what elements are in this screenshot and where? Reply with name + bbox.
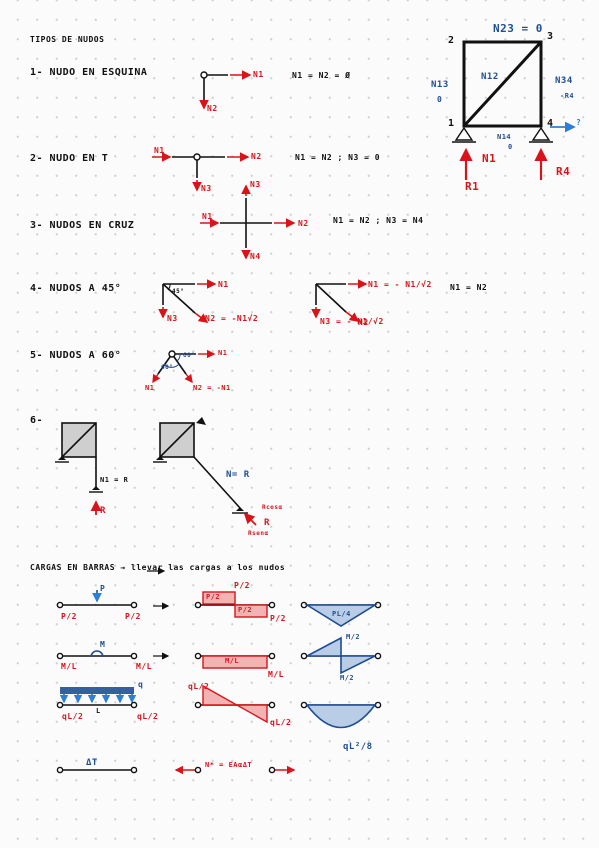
- item6-n1: N1 = R: [100, 476, 129, 484]
- item1-n2: N2: [207, 104, 218, 113]
- item2-n2: N2: [251, 152, 262, 161]
- case2-m: M: [100, 640, 106, 649]
- truss-node-2: 2: [448, 35, 455, 46]
- item5-label: 5- NUDOS A 60°: [30, 350, 122, 361]
- item2-eq: N1 = N2 ; N3 = 0: [295, 153, 381, 162]
- case4-n: N* = EAαΔT: [205, 761, 253, 769]
- item4-n1: N1: [218, 280, 229, 289]
- truss-n14-value: 0: [508, 143, 513, 151]
- item4-n2a: N2 = -N1√2: [205, 314, 259, 323]
- truss-n13: N13: [431, 80, 449, 90]
- item4-n3: N3: [167, 314, 178, 323]
- case1-shear-left: P/2: [234, 581, 250, 590]
- truss-r1: R1: [465, 180, 480, 193]
- truss-n34-value: -R4: [560, 92, 575, 100]
- item4-n3b: N3 = - N1/√2: [320, 317, 384, 326]
- item3-n4: N4: [250, 252, 261, 261]
- case1-shear-right: P/2: [270, 614, 286, 623]
- point-load-case: [56, 590, 382, 627]
- truss-sketch: [452, 40, 576, 180]
- truss-n1: N1: [482, 152, 497, 165]
- item6-rs: Rsenα: [248, 530, 269, 537]
- truss-node-4: 4: [547, 118, 554, 129]
- case2-shear: M/L: [225, 657, 240, 665]
- item5-n1: N1: [145, 384, 155, 392]
- truss-question: ?: [576, 118, 582, 127]
- item5-angle-a: 60°: [161, 364, 174, 371]
- item4-n2b: N2: [358, 318, 369, 327]
- truss-node-3: 3: [547, 31, 554, 42]
- truss-n14: N14: [497, 133, 512, 141]
- item6-rc: Rcosα: [262, 504, 283, 511]
- item3-n1: N1: [202, 212, 213, 221]
- item6-r1: R: [100, 506, 106, 516]
- case1-p: P: [100, 584, 106, 593]
- truss-r4: R4: [556, 165, 571, 178]
- item5-n2: N2 = -N1: [193, 384, 231, 392]
- case2-moment-1: M/2: [346, 633, 361, 641]
- distributed-load-case: [56, 684, 382, 729]
- t-node-sketch: [152, 152, 250, 192]
- item1-label: 1- NUDO EN ESQUINA: [30, 67, 148, 78]
- truss-node-1: 1: [448, 118, 455, 129]
- case3-shear-1: qL/2: [188, 682, 210, 691]
- item4-label: 4- NUDOS A 45°: [30, 283, 122, 294]
- case2-right-reaction: M/L: [136, 662, 152, 671]
- case2-moment-2: M/2: [340, 674, 355, 682]
- item1-eq: N1 = N2 = Ø: [292, 71, 351, 80]
- frame-sketch-b: [153, 417, 257, 526]
- item3-n2: N2: [298, 219, 309, 228]
- case3-length: L: [96, 707, 101, 715]
- corner-node-sketch: [199, 70, 252, 110]
- truss-n34: N34: [555, 76, 573, 86]
- item2-n3: N3: [201, 184, 212, 193]
- item5-top: N1: [218, 349, 228, 357]
- case1-shear-2: P/2: [238, 606, 253, 614]
- item3-label: 3- NUDOS EN CRUZ: [30, 220, 135, 231]
- case3-q: q: [138, 680, 144, 689]
- case3-left-reaction: qL/2: [62, 712, 84, 721]
- item5-angle-b: 60°: [183, 352, 196, 359]
- moment-load-case: [56, 636, 382, 675]
- truss-n12: N12: [481, 72, 499, 82]
- item3-eq: N1 = N2 ; N3 = N4: [333, 216, 424, 225]
- item4-angle: 45°: [172, 288, 185, 295]
- case1-left-reaction: P/2: [61, 612, 77, 621]
- node-45-sketch-b: [311, 279, 368, 322]
- item4-n1b: N1 = - N1/√2: [368, 280, 432, 289]
- node-60-sketch: [152, 349, 216, 384]
- item6-label: 6-: [30, 415, 44, 426]
- item6-nr: N= R: [226, 470, 250, 480]
- case2-left-reaction: M/L: [61, 662, 77, 671]
- case1-moment: PL/4: [332, 610, 351, 618]
- item3-n3: N3: [250, 180, 261, 189]
- page-title: TIPOS DE NUDOS: [30, 35, 105, 44]
- case1-shear-1: P/2: [206, 593, 221, 601]
- item2-label: 2- NUDO EN T: [30, 153, 109, 164]
- cross-node-sketch: [200, 184, 296, 260]
- section2-title: CARGAS EN BARRAS → llevar las cargas a l…: [30, 563, 286, 572]
- item4-eq: N1 = N2: [450, 283, 488, 292]
- truss-n23: N23 = 0: [493, 22, 543, 35]
- node-45-sketch-a: [158, 279, 217, 323]
- truss-n13-value: 0: [437, 95, 443, 104]
- case1-right-reaction: P/2: [125, 612, 141, 621]
- item1-n1: N1: [253, 70, 264, 79]
- case4-dt: ΔT: [86, 758, 98, 768]
- case2-shear-label: M/L: [268, 670, 284, 679]
- thermal-load-case: [56, 765, 296, 775]
- case3-moment: qL²/8: [343, 742, 373, 752]
- case3-right-reaction: qL/2: [137, 712, 159, 721]
- frame-sketch-a: [55, 422, 103, 515]
- item2-n1: N1: [154, 146, 165, 155]
- item6-r2: R: [264, 518, 270, 528]
- case3-shear-2: qL/2: [270, 718, 292, 727]
